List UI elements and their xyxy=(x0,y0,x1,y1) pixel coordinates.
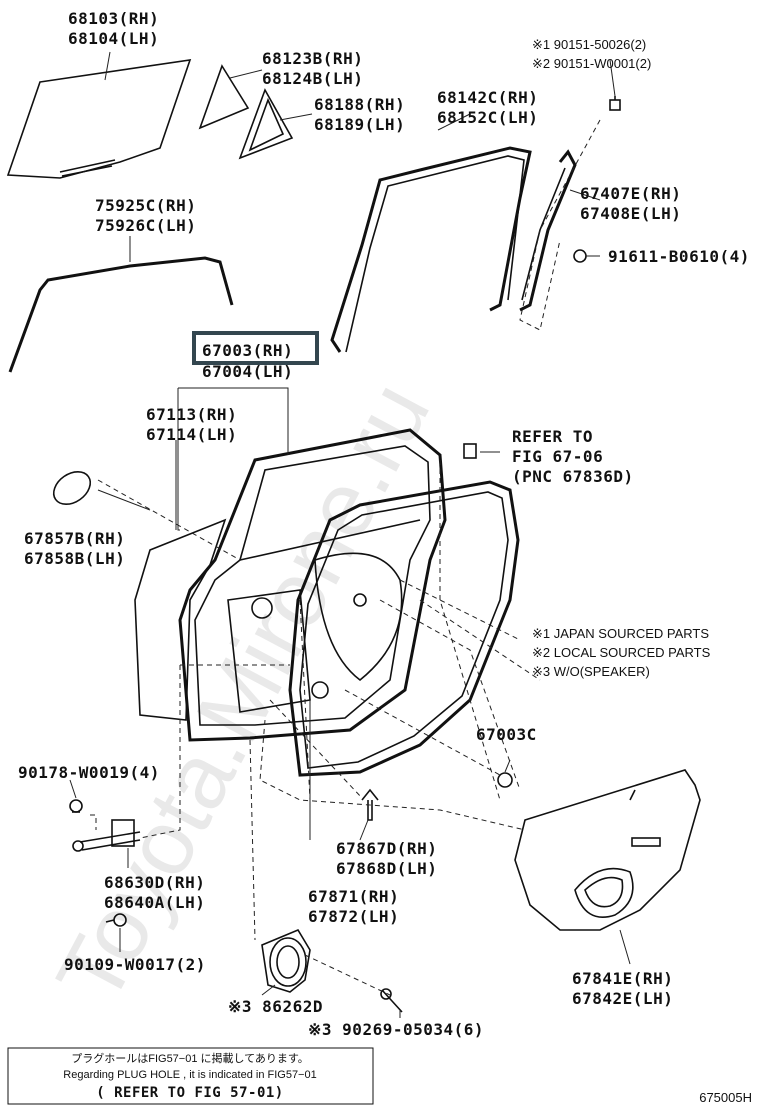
note-wo-speaker: ※3 W/O(SPEAKER) xyxy=(532,664,650,679)
highlight-box-67003 xyxy=(192,331,319,365)
label-refer-to: REFER TO xyxy=(512,427,593,446)
label-67868d: 67868D(LH) xyxy=(336,859,437,878)
screw-67003c-drawing xyxy=(497,772,513,788)
label-68188: 68188(RH) xyxy=(314,95,405,114)
label-67003c: 67003C xyxy=(476,725,537,744)
bolt-90109-drawing xyxy=(105,913,127,927)
label-68189: 68189(LH) xyxy=(314,115,405,134)
belt-moulding-drawing xyxy=(8,256,234,373)
screw-90151-drawing xyxy=(609,96,621,111)
label-67407e: 67407E(RH) xyxy=(580,184,681,203)
label-67113: 67113(RH) xyxy=(146,405,237,424)
label-67858b: 67858B(LH) xyxy=(24,549,125,568)
label-68124b: 68124B(LH) xyxy=(262,69,363,88)
speaker-drawing xyxy=(261,928,311,993)
label-90269: ※3 90269-05034(6) xyxy=(308,1020,484,1039)
division-bar-drawing xyxy=(519,149,577,312)
handle-clip-drawing xyxy=(463,443,477,459)
run-channel-drawing xyxy=(330,146,532,353)
label-90151-local: ※2 90151-W0001(2) xyxy=(532,56,651,71)
reference-note-japanese: プラグホールはFIG57−01 に掲載してあります。 xyxy=(71,1051,309,1065)
label-68630d: 68630D(RH) xyxy=(104,873,205,892)
label-75926c: 75926C(LH) xyxy=(95,216,196,235)
label-90178: 90178-W0019(4) xyxy=(18,763,160,782)
label-67841e: 67841E(RH) xyxy=(572,969,673,988)
label-68152c: 68152C(LH) xyxy=(437,108,538,127)
label-68104: 68104(LH) xyxy=(68,29,159,48)
plug-hole-reference-box: プラグホールはFIG57−01 に掲載してあります。 Regarding PLU… xyxy=(7,1047,374,1105)
bolt-90178-drawing xyxy=(69,799,83,813)
label-75925c: 75925C(RH) xyxy=(95,196,196,215)
quarter-weatherstrip-drawing xyxy=(238,88,294,160)
label-90109: 90109-W0017(2) xyxy=(64,955,206,974)
label-67408e: 67408E(LH) xyxy=(580,204,681,223)
label-68103: 68103(RH) xyxy=(68,9,159,28)
label-68123b: 68123B(RH) xyxy=(262,49,363,68)
hole-cover-drawing xyxy=(52,470,92,506)
label-refer-pnc: (PNC 67836D) xyxy=(512,467,634,486)
label-67003-rh: 67003(RH) xyxy=(202,341,293,360)
label-90151-japan: ※1 90151-50026(2) xyxy=(532,37,646,52)
door-glass-drawing xyxy=(6,59,192,179)
rivet-90269-drawing xyxy=(380,988,403,1013)
label-67842e: 67842E(LH) xyxy=(572,989,673,1008)
door-trim-drawing xyxy=(514,769,701,931)
note-japan-sourced: ※1 JAPAN SOURCED PARTS xyxy=(532,626,709,641)
clip-67867d-drawing xyxy=(361,788,379,821)
label-67867d: 67867D(RH) xyxy=(336,839,437,858)
label-67004-lh: 67004(LH) xyxy=(202,362,293,381)
quarter-glass-drawing xyxy=(198,64,250,130)
figure-code: 675005H xyxy=(699,1090,752,1105)
label-68640a: 68640A(LH) xyxy=(104,893,205,912)
label-67872: 67872(LH) xyxy=(308,907,399,926)
rear-door-panel-drawing xyxy=(178,428,447,742)
note-local-sourced: ※2 LOCAL SOURCED PARTS xyxy=(532,645,711,660)
label-67871: 67871(RH) xyxy=(308,887,399,906)
outer-panel-drawing xyxy=(134,518,227,721)
label-67114: 67114(LH) xyxy=(146,425,237,444)
door-weatherstrip-drawing xyxy=(288,480,520,777)
label-refer-fig: FIG 67-06 xyxy=(512,447,603,466)
reference-note-refer: ( REFER TO FIG 57-01) xyxy=(96,1085,284,1101)
label-86262d: ※3 86262D xyxy=(228,997,323,1016)
label-91611: 91611-B0610(4) xyxy=(608,247,750,266)
label-67857b: 67857B(RH) xyxy=(24,529,125,548)
label-68142c: 68142C(RH) xyxy=(437,88,538,107)
leader-lines xyxy=(69,51,631,1018)
part-labels: 68103(RH) 68104(LH) 68123B(RH) 68124B(LH… xyxy=(18,9,750,1039)
door-check-drawing xyxy=(72,819,141,852)
reference-note-english: Regarding PLUG HOLE , it is indicated in… xyxy=(63,1069,316,1081)
